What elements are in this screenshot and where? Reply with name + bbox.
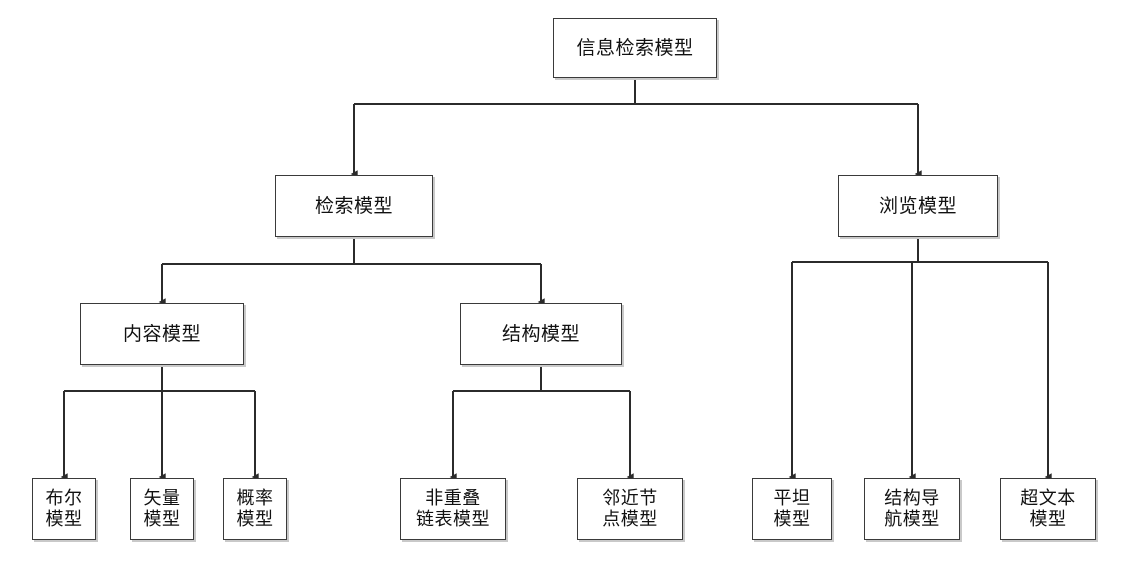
- node-structure[interactable]: 结构模型: [460, 303, 622, 365]
- node-label-root: 信息检索模型: [576, 36, 694, 59]
- node-label-structure-nav: 结构导 航模型: [884, 487, 940, 530]
- node-label-retrieval: 检索模型: [314, 194, 393, 217]
- node-root[interactable]: 信息检索模型: [553, 18, 717, 78]
- node-label-probability: 概率 模型: [236, 487, 274, 530]
- node-structure-nav[interactable]: 结构导 航模型: [864, 478, 960, 540]
- node-non-overlap-list[interactable]: 非重叠 链表模型: [400, 478, 506, 540]
- node-label-structure: 结构模型: [501, 322, 580, 345]
- node-label-flat: 平坦 模型: [773, 487, 811, 530]
- node-retrieval[interactable]: 检索模型: [275, 175, 433, 237]
- edge-group: [60, 78, 1052, 481]
- node-label-content: 内容模型: [122, 322, 201, 345]
- node-proximal-node[interactable]: 邻近节 点模型: [577, 478, 683, 540]
- node-label-non-overlap-list: 非重叠 链表模型: [416, 487, 490, 530]
- node-label-hypertext: 超文本 模型: [1020, 487, 1076, 530]
- node-label-proximal-node: 邻近节 点模型: [602, 487, 658, 530]
- node-probability[interactable]: 概率 模型: [223, 478, 287, 540]
- node-vector[interactable]: 矢量 模型: [130, 478, 194, 540]
- node-content[interactable]: 内容模型: [80, 303, 244, 365]
- node-hypertext[interactable]: 超文本 模型: [1000, 478, 1096, 540]
- node-label-boolean: 布尔 模型: [45, 487, 83, 530]
- node-label-browse: 浏览模型: [878, 194, 957, 217]
- node-label-vector: 矢量 模型: [143, 487, 181, 530]
- node-flat[interactable]: 平坦 模型: [752, 478, 832, 540]
- node-browse[interactable]: 浏览模型: [838, 175, 998, 237]
- node-boolean[interactable]: 布尔 模型: [32, 478, 96, 540]
